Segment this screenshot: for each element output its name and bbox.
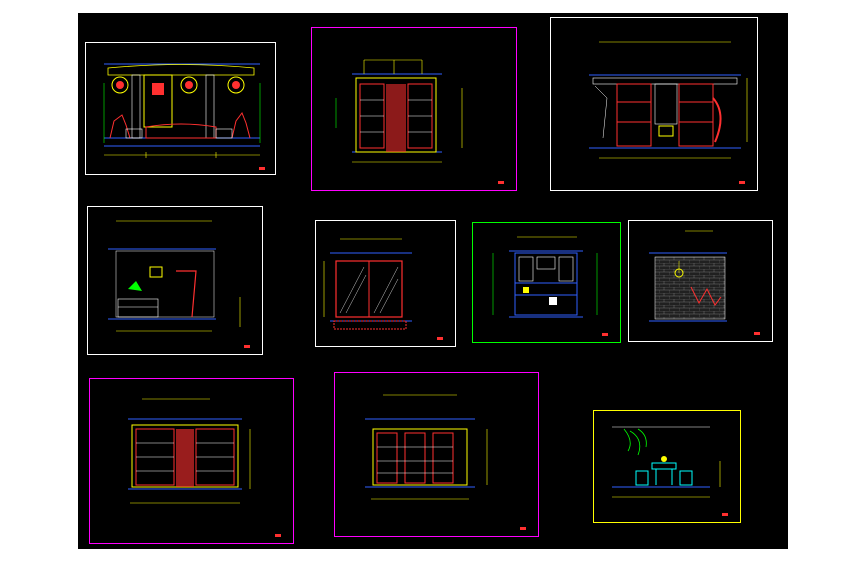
sheet-sofa-wall-elevation[interactable] — [85, 42, 276, 175]
sheet-caption — [722, 511, 730, 516]
sheet-caption — [520, 525, 528, 530]
sheet-caption — [437, 335, 445, 340]
sheet-caption — [754, 330, 762, 335]
stone-wall-elevation-icon — [649, 230, 727, 322]
sheet-stone-wall-elevation[interactable] — [628, 220, 773, 342]
sheet-caption — [244, 343, 252, 348]
sheet-dining-set-elevation[interactable] — [593, 410, 741, 523]
sheet-display-cabinet-elevation[interactable] — [334, 372, 539, 537]
shelf-unit-elevation-icon — [492, 236, 598, 318]
sheet-shelf-unit-elevation[interactable] — [472, 222, 621, 343]
glass-door-elevation-icon — [323, 238, 412, 330]
display-cabinet-elevation-icon — [365, 394, 488, 500]
sheet-display-cabinet-elevation[interactable] — [89, 378, 294, 544]
sofa-wall-elevation-icon — [103, 63, 261, 158]
display-cabinet-elevation-icon — [128, 398, 251, 504]
sheet-caption — [275, 532, 283, 537]
sheet-caption — [739, 179, 747, 184]
sheet-caption — [602, 331, 610, 336]
dining-set-elevation-icon — [612, 426, 721, 498]
display-cabinet-elevation-icon — [335, 59, 463, 163]
sheet-stair-wall-elevation[interactable] — [87, 206, 263, 355]
wardrobe-elevation-icon — [589, 41, 748, 159]
sheet-display-cabinet-elevation[interactable] — [311, 27, 517, 191]
cad-drawing-canvas[interactable] — [78, 13, 788, 549]
sheet-wardrobe-elevation[interactable] — [550, 17, 758, 191]
sheet-caption — [498, 179, 506, 184]
sheet-glass-door-elevation[interactable] — [315, 220, 456, 347]
sheet-caption — [259, 165, 267, 170]
stair-wall-elevation-icon — [108, 220, 241, 332]
